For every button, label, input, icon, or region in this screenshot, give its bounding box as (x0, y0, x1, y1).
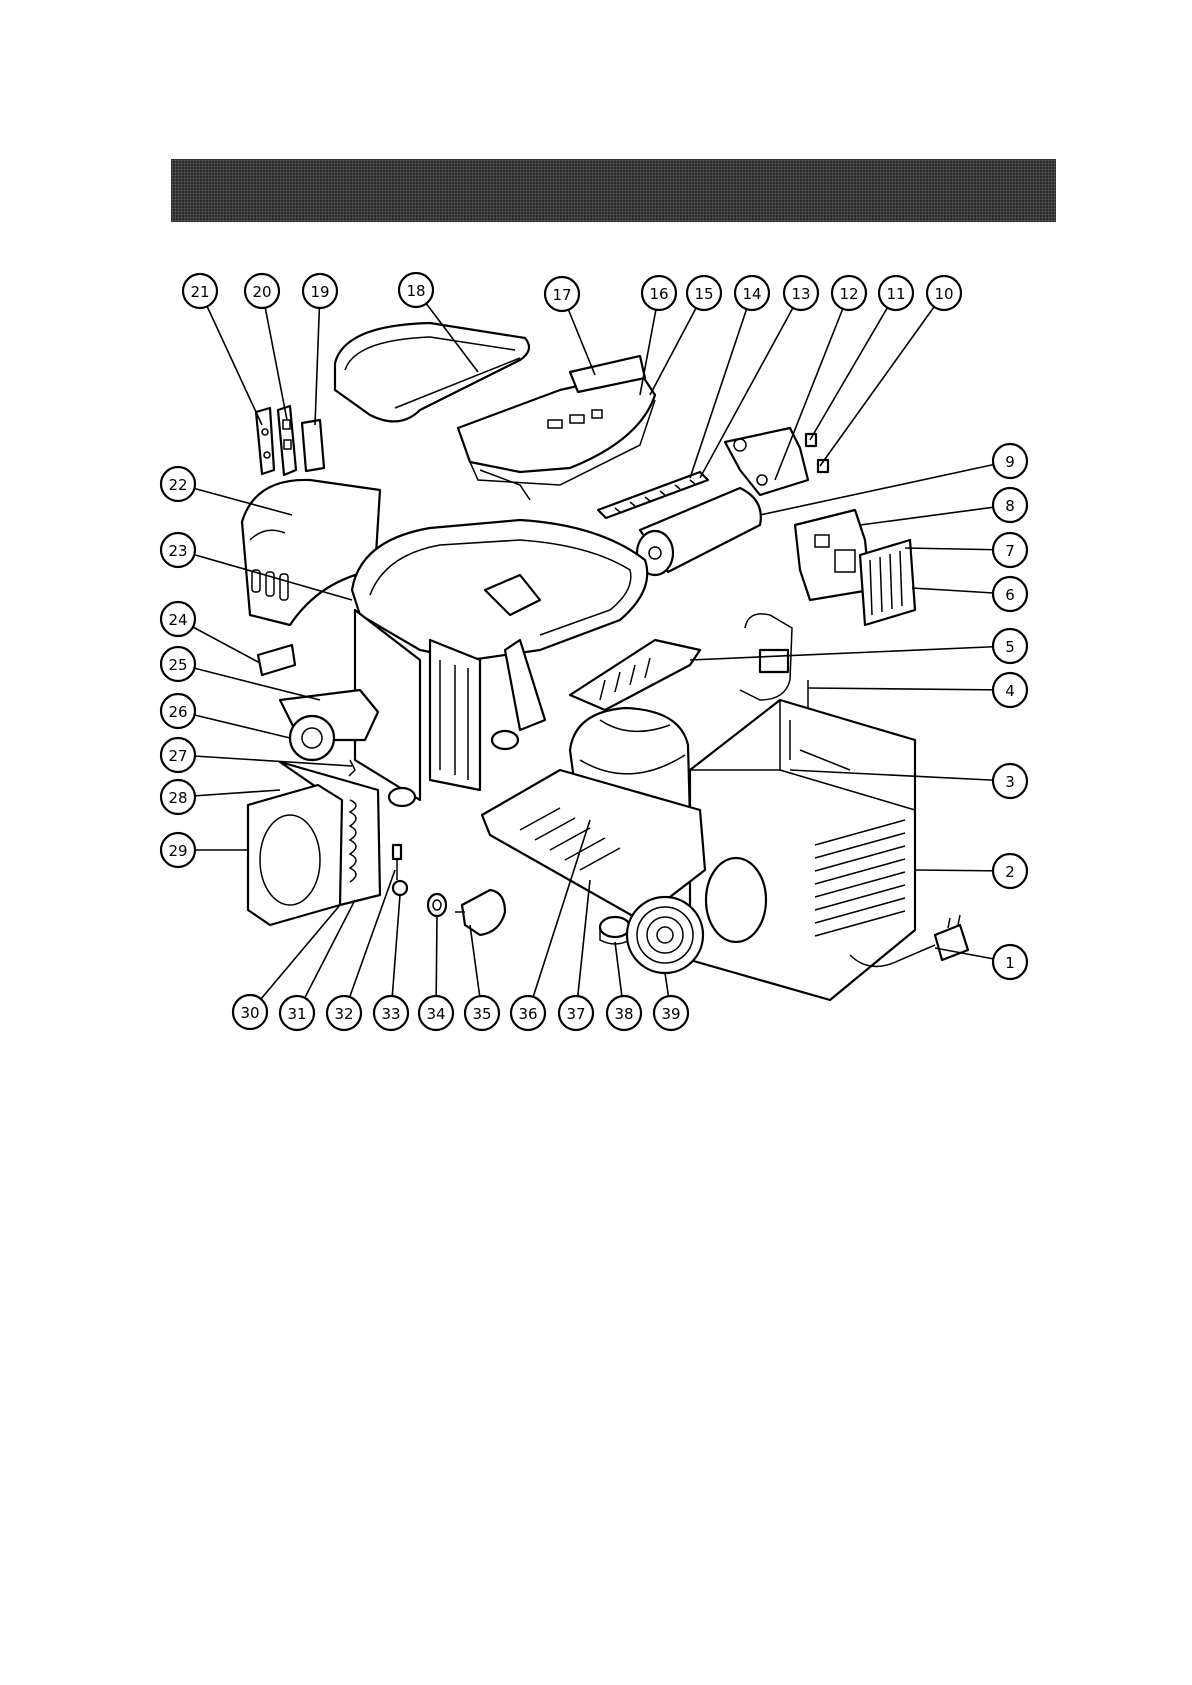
callout-number: 38 (614, 1005, 633, 1023)
callout-30: 30 (233, 995, 267, 1029)
callout-18: 18 (399, 273, 433, 307)
part-circuit-board (302, 420, 324, 471)
callout-17: 17 (545, 277, 579, 311)
callout-number: 37 (566, 1005, 585, 1023)
callout-number: 11 (886, 285, 905, 303)
callout-number: 3 (1005, 773, 1015, 791)
callout-number: 39 (661, 1005, 680, 1023)
callout-number: 32 (334, 1005, 353, 1023)
callout-number: 22 (168, 476, 187, 494)
part-fan-shroud (248, 785, 342, 925)
callout-24: 24 (161, 602, 195, 636)
part-grommet (428, 894, 446, 916)
part-spring (349, 760, 355, 776)
callout-number: 7 (1005, 542, 1015, 560)
callout-21: 21 (183, 274, 217, 308)
callout-number: 19 (310, 283, 329, 301)
part-foot (600, 917, 630, 944)
callout-number: 17 (552, 286, 571, 304)
callout-1: 1 (993, 945, 1027, 979)
callout-22: 22 (161, 467, 195, 501)
callout-19: 19 (303, 274, 337, 308)
callout-7: 7 (993, 533, 1027, 567)
callout-number: 18 (406, 282, 425, 300)
callout-34: 34 (419, 996, 453, 1030)
callout-15: 15 (687, 276, 721, 310)
callout-number: 10 (934, 285, 953, 303)
callout-number: 13 (791, 285, 810, 303)
part-switch (393, 845, 407, 895)
callout-number: 28 (168, 789, 187, 807)
part-clips (806, 434, 828, 472)
callout-12: 12 (832, 276, 866, 310)
callout-number: 23 (168, 542, 187, 560)
callout-13: 13 (784, 276, 818, 310)
callout-4: 4 (993, 673, 1027, 707)
callout-number: 12 (839, 285, 858, 303)
callout-number: 14 (742, 285, 761, 303)
callout-number: 25 (168, 656, 187, 674)
parts-illustration (242, 323, 968, 1000)
callout-23: 23 (161, 533, 195, 567)
callout-31: 31 (280, 996, 314, 1030)
callout-number: 31 (287, 1005, 306, 1023)
callout-2: 2 (993, 854, 1027, 888)
part-electrical-box (795, 510, 870, 600)
callout-26: 26 (161, 694, 195, 728)
part-latch (258, 645, 295, 675)
part-lid (335, 323, 529, 421)
callout-number: 9 (1005, 453, 1015, 471)
part-bracket (725, 428, 808, 495)
part-pump-motor (455, 890, 505, 935)
callout-39: 39 (654, 996, 688, 1030)
callout-number: 36 (518, 1005, 537, 1023)
callout-14: 14 (735, 276, 769, 310)
callout-number: 27 (168, 747, 187, 765)
callout-3: 3 (993, 764, 1027, 798)
callout-10: 10 (927, 276, 961, 310)
callout-number: 2 (1005, 863, 1015, 881)
callout-20: 20 (245, 274, 279, 308)
callout-number: 35 (472, 1005, 491, 1023)
callout-number: 34 (426, 1005, 445, 1023)
callout-number: 20 (252, 283, 271, 301)
callout-9: 9 (993, 444, 1027, 478)
callout-number: 5 (1005, 638, 1015, 656)
callout-number: 26 (168, 703, 187, 721)
callout-number: 15 (694, 285, 713, 303)
callout-8: 8 (993, 488, 1027, 522)
part-fan-guard (627, 897, 703, 973)
callout-11: 11 (879, 276, 913, 310)
callout-number: 24 (168, 611, 187, 629)
part-motor (290, 716, 334, 760)
part-outer-housing (690, 700, 915, 1000)
callout-number: 21 (190, 283, 209, 301)
callout-35: 35 (465, 996, 499, 1030)
callout-33: 33 (374, 996, 408, 1030)
callout-38: 38 (607, 996, 641, 1030)
callout-16: 16 (642, 276, 676, 310)
part-vent-grille (860, 540, 915, 625)
callout-number: 4 (1005, 682, 1015, 700)
callout-number: 33 (381, 1005, 400, 1023)
callout-number: 8 (1005, 497, 1015, 515)
callout-27: 27 (161, 738, 195, 772)
callout-number: 16 (649, 285, 668, 303)
callout-25: 25 (161, 647, 195, 681)
callout-37: 37 (559, 996, 593, 1030)
callout-28: 28 (161, 780, 195, 814)
part-water-tray (570, 640, 700, 710)
callout-29: 29 (161, 833, 195, 867)
callout-32: 32 (327, 996, 361, 1030)
part-top-cover (458, 356, 655, 500)
callout-6: 6 (993, 577, 1027, 611)
callout-number: 30 (240, 1004, 259, 1022)
callout-number: 1 (1005, 954, 1015, 972)
part-evaporator (637, 488, 761, 575)
callout-number: 29 (168, 842, 187, 860)
callout-number: 6 (1005, 586, 1015, 604)
callout-36: 36 (511, 996, 545, 1030)
callout-5: 5 (993, 629, 1027, 663)
